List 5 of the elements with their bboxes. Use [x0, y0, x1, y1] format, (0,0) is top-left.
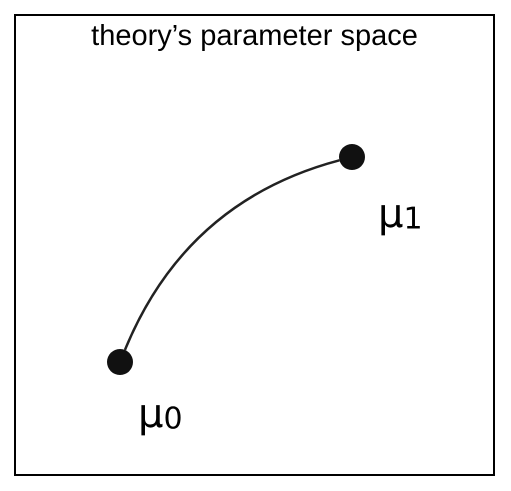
curve-line — [124, 159, 340, 350]
point-dot — [107, 349, 133, 375]
point-dot — [339, 144, 365, 170]
title: theory’s parameter space — [90, 20, 419, 53]
frame-box — [14, 14, 495, 476]
